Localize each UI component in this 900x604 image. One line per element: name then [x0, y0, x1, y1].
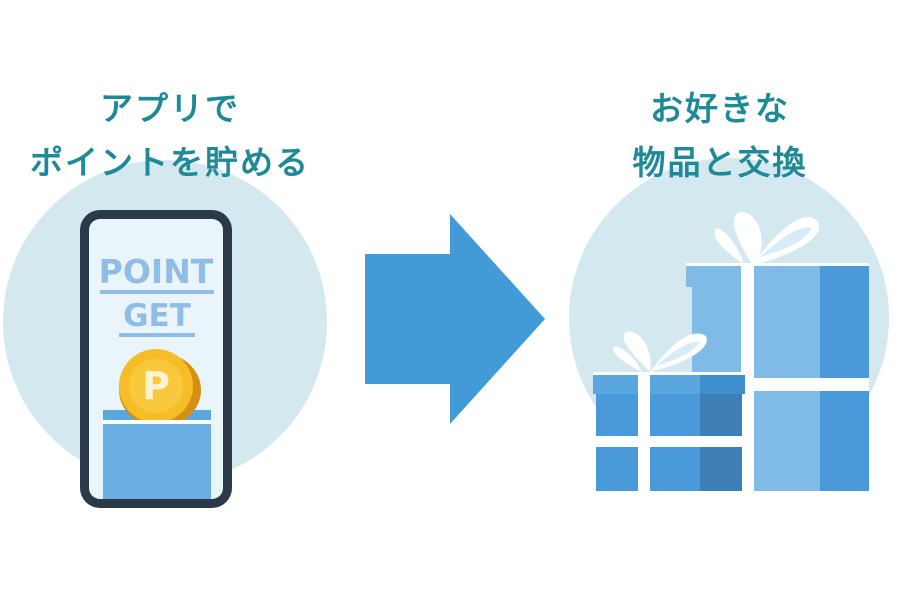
right-caption-line1: お好きな [650, 89, 790, 128]
wallet-body [103, 424, 211, 499]
arrow-right-icon [365, 214, 545, 424]
screen-text-get: GET [123, 298, 191, 334]
smartphone-icon: POINT GET P [80, 210, 232, 508]
right-caption: お好きな 物品と交換 [565, 82, 875, 190]
gift-box-icon [593, 331, 745, 491]
small-gift-lid-side [700, 374, 745, 394]
screen-underline-2 [119, 333, 195, 337]
left-caption-line1: アプリで [100, 89, 240, 128]
left-caption-line2: ポイントを貯める [30, 143, 310, 182]
small-bow-right-shade [656, 341, 700, 366]
large-gift-lid-side [820, 265, 869, 287]
small-ribbon-vertical [638, 374, 650, 491]
large-bow-right-shade [760, 227, 812, 257]
left-caption: アプリで ポイントを貯める [10, 82, 330, 190]
large-bow-tail [714, 228, 744, 264]
large-bow-left [734, 211, 762, 265]
small-ribbon-horizontal [593, 436, 745, 447]
coin-letter: P [142, 364, 170, 408]
small-lid-highlight [593, 372, 745, 375]
right-caption-line2: 物品と交換 [632, 143, 808, 182]
small-bow-tail [613, 346, 642, 372]
screen-text-point: POINT [99, 252, 214, 291]
large-lid-highlight [686, 263, 869, 266]
small-bow-left [623, 331, 651, 372]
wallet-slot-line [103, 420, 211, 424]
coin-icon: P [119, 349, 201, 427]
coin-inner [129, 359, 183, 413]
screen-underline-1 [100, 290, 214, 294]
